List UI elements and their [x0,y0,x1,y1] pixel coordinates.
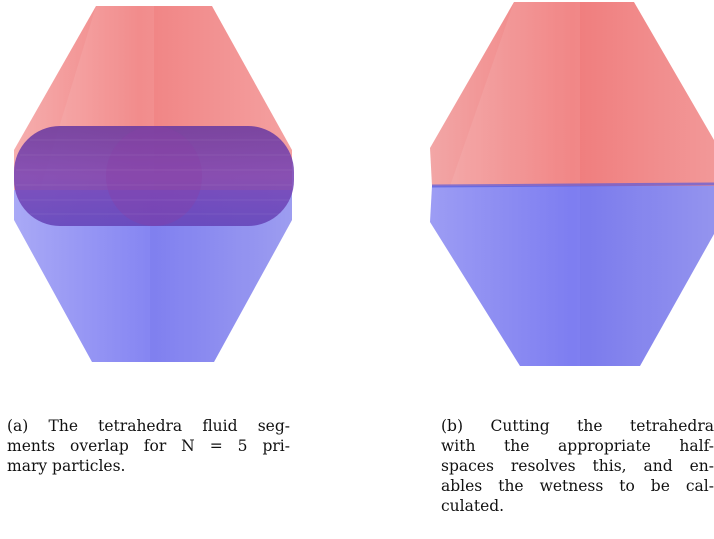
panel-b-cut-segments [420,0,714,380]
caption-b-line-3: spaces resolves this, and en- [441,457,714,475]
caption-b-line-2: with the appropriate half- [441,437,714,455]
panel-b-render [430,2,714,366]
lower-fluid-segment [430,186,714,366]
cutting-half-space-plane [431,182,714,188]
caption-b-line-4: ables the wetness to be cal- [441,477,714,495]
upper-fluid-segment [430,2,714,186]
caption-a-line-1: (a) The tetrahedra fluid seg- [7,417,290,435]
caption-b-line-5: culated. [441,497,505,515]
caption-b-line-1: (b) Cutting the tetrahedra [441,417,714,435]
caption-b: (b) Cutting the tetrahedra with the appr… [441,416,714,516]
caption-a-line-2: ments overlap for N = 5 pri- [7,437,290,455]
overlap-region [14,126,294,226]
panel-a-render [14,6,294,362]
lower-fluid-segment [14,190,292,362]
caption-a: (a) The tetrahedra fluid seg- ments over… [7,416,290,476]
panel-a-overlapping-segments [0,0,310,380]
caption-a-line-3: mary particles. [7,457,126,475]
